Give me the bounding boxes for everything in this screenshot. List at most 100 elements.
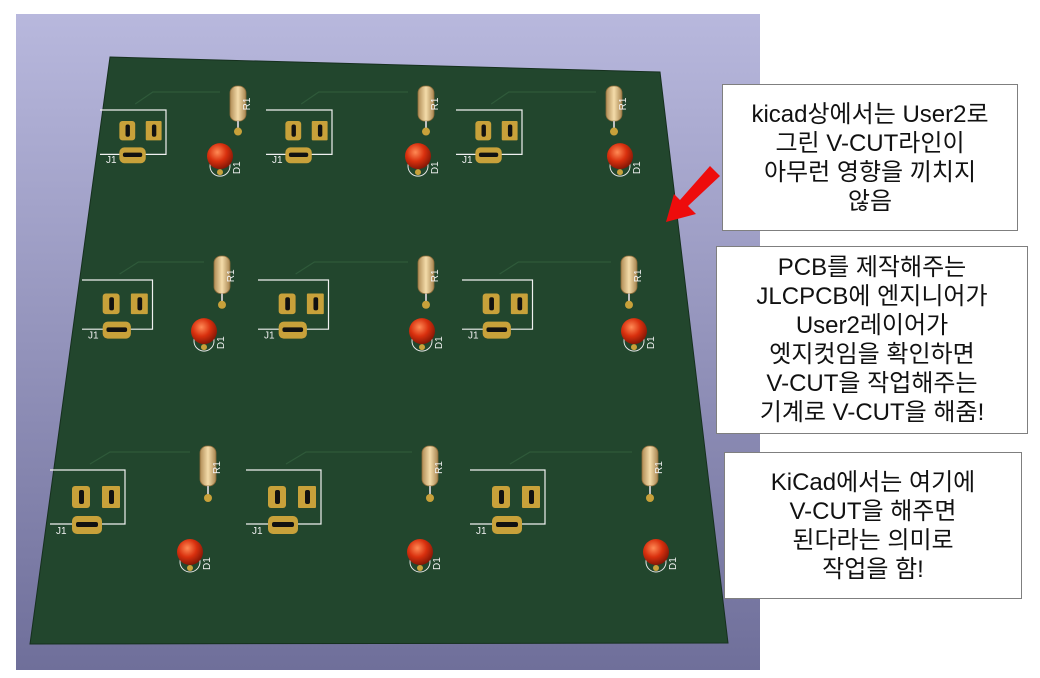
ref-r1: R1 (654, 461, 665, 474)
3d-viewer[interactable]: J1R1D1J1R1D1J1R1D1J1R1D1J1R1D1J1R1D1J1R1… (16, 14, 760, 670)
note-line: kicad상에서는 User2로 (751, 100, 989, 128)
ref-r1: R1 (242, 97, 253, 110)
pad-hole (517, 297, 523, 311)
note-line: 된다라는 의미로 (792, 526, 954, 554)
pad-hole (499, 490, 504, 504)
ref-j1: J1 (56, 526, 67, 537)
pad-hole (529, 490, 534, 504)
note-line: PCB를 제작해주는 (777, 254, 967, 281)
ref-d1: D1 (646, 336, 657, 349)
ref-d1: D1 (668, 557, 679, 570)
led-pad (417, 565, 423, 571)
ref-j1: J1 (476, 526, 487, 537)
pad-hole (79, 490, 84, 504)
ref-j1: J1 (468, 331, 479, 342)
pad-hole (291, 124, 296, 137)
pad-hole (317, 124, 323, 137)
pad-hole (496, 522, 518, 527)
led-pad (419, 344, 425, 351)
note-line: 엣지컷임을 확인하면 (769, 341, 975, 368)
resistor-pad (426, 494, 434, 502)
pad-hole (285, 297, 290, 311)
led-body (177, 539, 203, 565)
pad-hole (313, 297, 319, 311)
pad-hole (288, 152, 309, 158)
ref-d1: D1 (432, 557, 443, 570)
resistor-pad (646, 494, 654, 502)
note-line: 작업을 함! (822, 555, 924, 583)
ref-j1: J1 (106, 155, 117, 166)
led-body (191, 318, 217, 345)
resistor-pad (204, 494, 212, 502)
trace (134, 91, 220, 105)
led-pad (617, 169, 623, 176)
led-pad (653, 565, 659, 571)
resistor-pad (625, 300, 633, 309)
trace (119, 261, 204, 275)
pad-hole (151, 124, 157, 137)
ref-j1: J1 (462, 155, 473, 166)
trace (490, 91, 596, 105)
resistor-pad (234, 127, 242, 136)
arrow-icon (666, 166, 720, 222)
pad-hole (106, 327, 128, 333)
trace (295, 261, 408, 275)
pad-hole (305, 490, 310, 504)
ref-d1: D1 (430, 161, 441, 174)
ref-j1: J1 (88, 331, 99, 342)
led-pad (201, 344, 207, 351)
note-line: KiCad에서는 여기에 (770, 468, 976, 496)
trace (285, 451, 412, 465)
pad-hole (507, 124, 513, 137)
note-line: User2레이어가 (795, 312, 949, 339)
trace (89, 451, 190, 465)
ref-r1: R1 (434, 461, 445, 474)
trace (300, 91, 408, 105)
led-body (407, 539, 433, 565)
trace (509, 451, 632, 465)
ref-d1: D1 (434, 336, 445, 349)
led-pad (415, 169, 421, 176)
note-line: JLCPCB에 엔지니어가 (756, 283, 988, 310)
ref-d1: D1 (202, 557, 213, 570)
ref-j1: J1 (272, 155, 283, 166)
ref-d1: D1 (216, 336, 227, 349)
ref-j1: J1 (252, 526, 263, 537)
pad-hole (481, 124, 486, 137)
led-body (405, 143, 431, 170)
pad-hole (486, 327, 508, 333)
note-line: 않음 (847, 187, 893, 215)
ref-j1: J1 (264, 331, 275, 342)
note-line: 기계로 V-CUT을 해줌! (759, 399, 985, 426)
note-line: 그린 V-CUT라인이 (775, 129, 965, 157)
pad-hole (137, 297, 143, 311)
ref-r1: R1 (430, 97, 441, 110)
led-pad (631, 344, 637, 351)
pad-hole (109, 297, 114, 311)
note-line: 아무런 영향을 끼치지 (763, 158, 977, 186)
led-pad (217, 169, 223, 176)
ref-d1: D1 (632, 161, 643, 174)
pad-hole (275, 490, 280, 504)
led-body (643, 539, 669, 565)
led-body (409, 318, 435, 345)
trace (499, 261, 611, 275)
pad-hole (272, 522, 294, 527)
ref-r1: R1 (430, 269, 441, 282)
resistor-pad (218, 300, 226, 309)
ref-r1: R1 (226, 269, 237, 282)
ref-r1: R1 (212, 461, 223, 474)
pad-hole (125, 124, 130, 137)
